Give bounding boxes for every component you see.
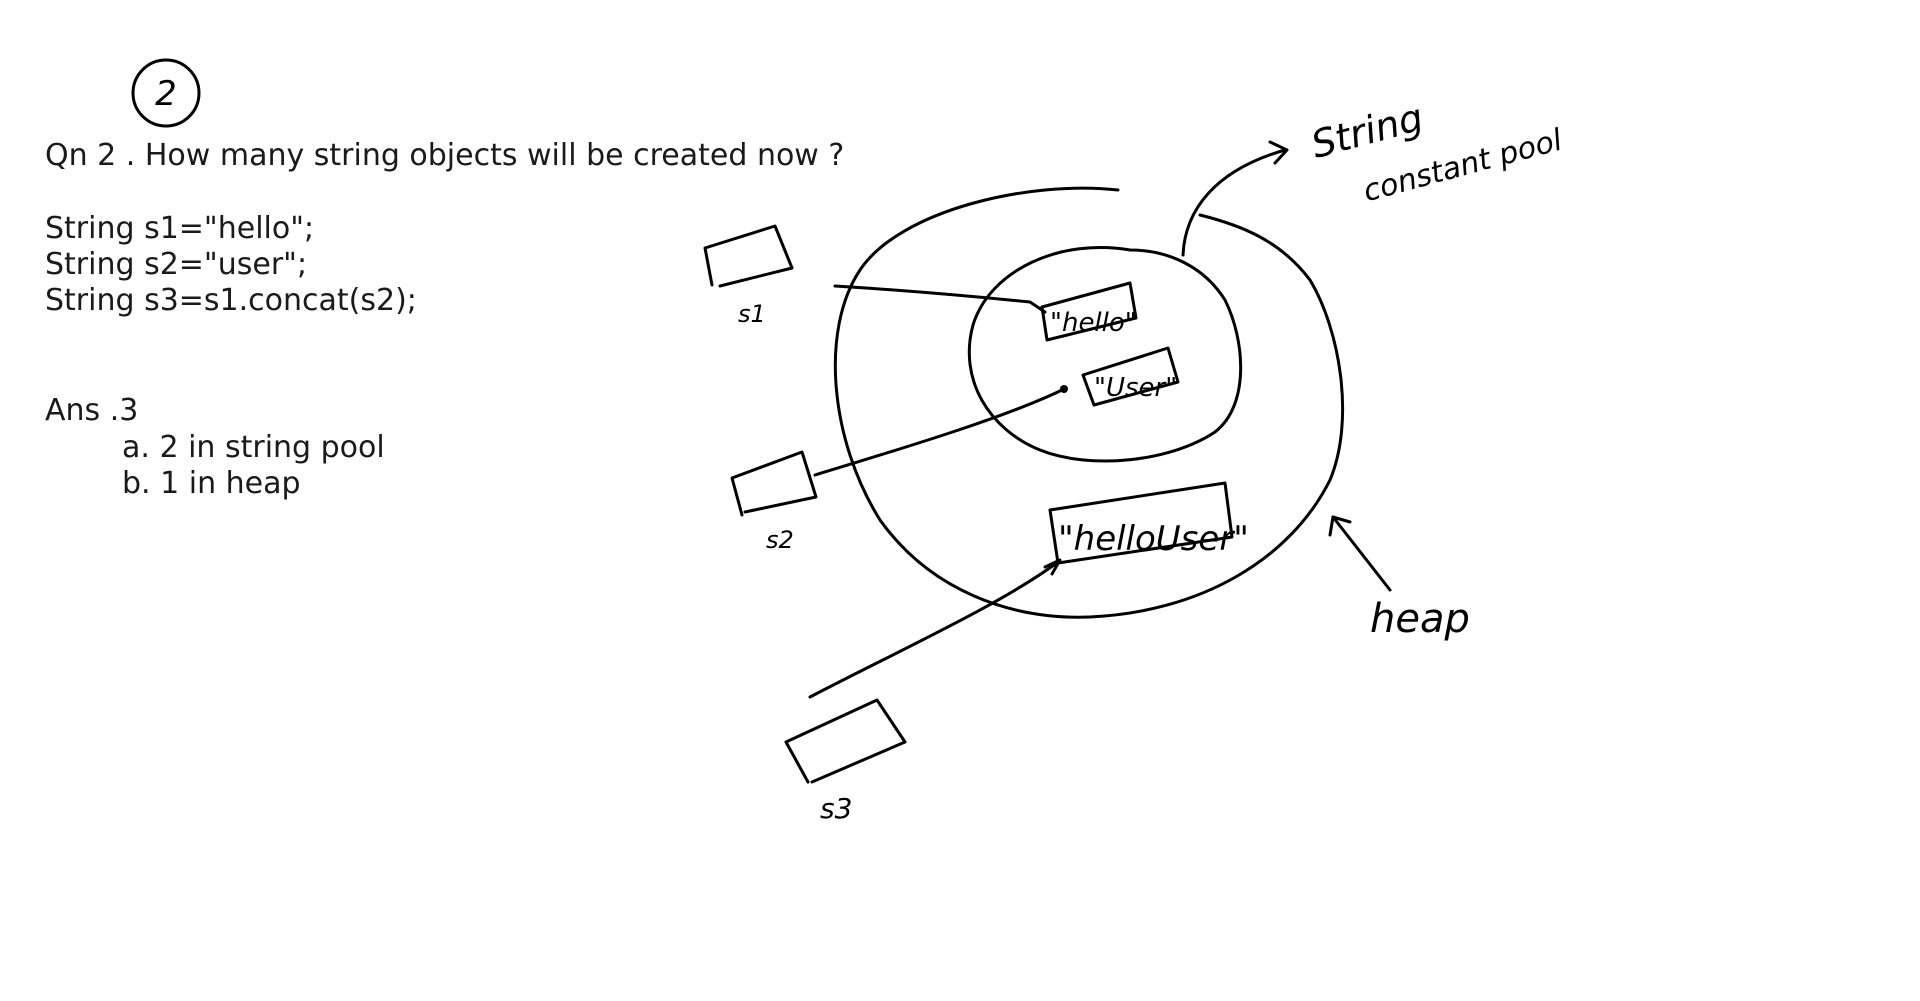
heap-pointer-arrowhead — [1328, 515, 1352, 537]
object-user: "User" — [1081, 346, 1180, 407]
answer-item-pool: a. 2 in string pool — [122, 430, 385, 465]
code-line-2: String s2="user"; — [45, 247, 308, 282]
code-line-1: String s1="hello"; — [45, 211, 315, 246]
ref-arrow-s3-head — [1043, 558, 1062, 576]
var-label-s1: s1 — [738, 300, 766, 328]
object-hello: "hello" — [1040, 281, 1138, 342]
var-box-s1: s1 — [703, 224, 794, 328]
object-hello-label: "hello" — [1050, 308, 1137, 338]
question-number-badge: 2 — [131, 58, 201, 128]
object-hellouser: "helloUser" — [1048, 481, 1249, 565]
object-hellouser-label: "helloUser" — [1058, 519, 1249, 559]
answer-heading: Ans .3 — [45, 393, 139, 428]
pool-label-line1: String — [1307, 95, 1428, 167]
answer-item-heap: b. 1 in heap — [122, 466, 301, 501]
question-number: 2 — [155, 74, 177, 114]
heap-region — [833, 186, 1345, 619]
var-box-s3: s3 — [784, 698, 907, 825]
ref-arrow-s3 — [808, 560, 1060, 699]
ref-arrow-s2-head — [1060, 385, 1068, 393]
code-line-3: String s3=s1.concat(s2); — [45, 283, 417, 318]
string-pool-region — [967, 245, 1243, 463]
pool-pointer-arrowhead — [1268, 140, 1289, 165]
heap-pointer-arrow — [1331, 515, 1392, 592]
object-user-label: "User" — [1094, 373, 1177, 403]
heap-label: heap — [1370, 596, 1470, 642]
ref-arrow-s2 — [813, 388, 1064, 477]
var-label-s3: s3 — [820, 792, 852, 825]
var-label-s2: s2 — [766, 526, 794, 554]
pool-pointer-arrow — [1181, 148, 1287, 257]
ref-arrow-s1 — [833, 284, 1047, 314]
question-text: Qn 2 . How many string objects will be c… — [45, 138, 845, 173]
var-box-s2: s2 — [730, 450, 818, 554]
